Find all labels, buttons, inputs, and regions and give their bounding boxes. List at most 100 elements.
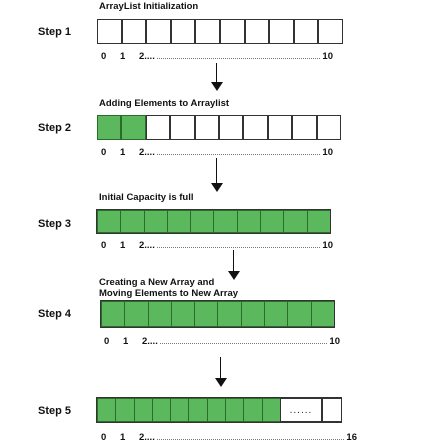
array-cell-filled xyxy=(225,398,245,422)
index-end-label: 10 xyxy=(322,240,333,251)
array-cell-filled xyxy=(147,301,173,327)
index-dots xyxy=(159,337,328,344)
step5-label: Step 5 xyxy=(38,405,72,417)
step1-label: Step 1 xyxy=(38,26,72,38)
array-cell-empty xyxy=(321,398,342,422)
array-cell-filled xyxy=(194,301,219,327)
step4-caption: Creating a New Array and Moving Elements… xyxy=(99,277,238,299)
array-cell-empty xyxy=(145,115,171,140)
array-cell-empty xyxy=(194,115,219,140)
array-cell-empty xyxy=(219,19,245,44)
array-cell-empty xyxy=(170,115,195,140)
step3-label: Step 3 xyxy=(38,218,72,230)
array-cell-filled xyxy=(124,301,149,327)
array-cell-filled xyxy=(166,210,192,233)
down-arrow-icon xyxy=(228,250,240,280)
step3-array xyxy=(96,209,332,234)
index-label: 0 xyxy=(101,240,107,251)
step2-array xyxy=(97,115,341,140)
array-cell-empty xyxy=(292,115,317,140)
index-dots xyxy=(156,241,321,248)
array-extension-empty: ...... xyxy=(279,398,322,422)
step5-array: ...... xyxy=(96,397,342,423)
index-label: 2.... xyxy=(139,147,155,158)
index-label: 1 xyxy=(120,240,126,251)
array-cell-empty xyxy=(316,115,341,140)
array-cell-filled xyxy=(310,301,336,327)
array-cell-filled xyxy=(260,210,285,233)
down-arrow-icon xyxy=(215,357,227,387)
array-cell-empty xyxy=(267,115,293,140)
array-cell-filled xyxy=(120,210,145,233)
array-cell-filled xyxy=(97,398,117,422)
array-cell-filled xyxy=(261,398,282,422)
array-cell-empty xyxy=(146,19,171,44)
array-cell-empty xyxy=(243,115,268,140)
array-cell-filled xyxy=(170,398,190,422)
array-cell-empty xyxy=(170,19,196,44)
step4-label: Step 4 xyxy=(38,308,72,320)
array-cell-filled xyxy=(287,301,312,327)
index-label: 2.... xyxy=(139,432,155,443)
array-cell-filled xyxy=(188,398,209,422)
index-dots xyxy=(156,52,321,59)
index-end-label: 16 xyxy=(346,432,357,443)
array-cell-empty xyxy=(244,19,270,44)
index-label: 0 xyxy=(104,336,110,347)
index-label: 0 xyxy=(101,51,107,62)
step3-caption: Initial Capacity is full xyxy=(99,192,194,203)
step2-index-axis: 0 1 2.... 10 xyxy=(101,147,333,158)
array-cell-empty xyxy=(218,115,244,140)
index-end-label: 10 xyxy=(322,51,333,62)
step2-caption: Adding Elements to Arraylist xyxy=(99,98,230,109)
array-cell-empty xyxy=(269,19,294,44)
index-label: 0 xyxy=(101,147,107,158)
step1-array xyxy=(97,19,343,44)
index-end-label: 10 xyxy=(322,147,333,158)
index-label: 0 xyxy=(101,432,107,443)
index-dots xyxy=(156,148,321,155)
array-cell-filled xyxy=(170,301,196,327)
step1-caption: ArrayList Initialization xyxy=(99,1,199,12)
array-cell-empty xyxy=(195,19,220,44)
array-cell-empty xyxy=(121,19,147,44)
array-cell-filled xyxy=(115,398,135,422)
index-label: 2.... xyxy=(139,51,155,62)
array-cell-filled xyxy=(264,301,289,327)
index-label: 1 xyxy=(123,336,129,347)
array-cell-filled xyxy=(306,210,332,233)
step2-label: Step 2 xyxy=(38,122,72,134)
down-arrow-icon xyxy=(211,63,223,91)
step3-index-axis: 0 1 2.... 10 xyxy=(101,240,333,251)
index-label: 2.... xyxy=(139,240,155,251)
step4-caption-line2: Moving Elements to New Array xyxy=(99,288,239,299)
index-dots xyxy=(156,433,345,440)
index-label: 1 xyxy=(120,432,126,443)
array-cell-filled xyxy=(236,210,262,233)
array-cell-filled xyxy=(121,115,146,140)
array-cell-empty xyxy=(293,19,319,44)
array-cell-filled xyxy=(97,115,122,140)
step5-index-axis: 0 1 2.... 16 xyxy=(101,432,357,443)
array-cell-filled xyxy=(101,301,126,327)
index-end-label: 10 xyxy=(329,336,340,347)
step1-index-axis: 0 1 2.... 10 xyxy=(101,51,333,62)
step4-index-axis: 0 1 2.... 10 xyxy=(104,336,340,347)
index-label: 1 xyxy=(120,147,126,158)
array-cell-filled xyxy=(97,210,122,233)
array-cell-filled xyxy=(283,210,308,233)
array-cell-filled xyxy=(217,301,243,327)
step4-caption-line1: Creating a New Array and xyxy=(99,277,215,288)
array-cell-filled xyxy=(143,210,169,233)
array-cell-filled xyxy=(133,398,154,422)
array-cell-empty xyxy=(97,19,122,44)
array-cell-filled xyxy=(240,301,266,327)
array-cell-filled xyxy=(243,398,263,422)
down-arrow-icon xyxy=(211,158,223,192)
array-cell-empty xyxy=(318,19,343,44)
array-cell-filled xyxy=(151,398,172,422)
array-cell-filled xyxy=(190,210,215,233)
index-label: 2.... xyxy=(142,336,158,347)
array-cell-filled xyxy=(213,210,239,233)
